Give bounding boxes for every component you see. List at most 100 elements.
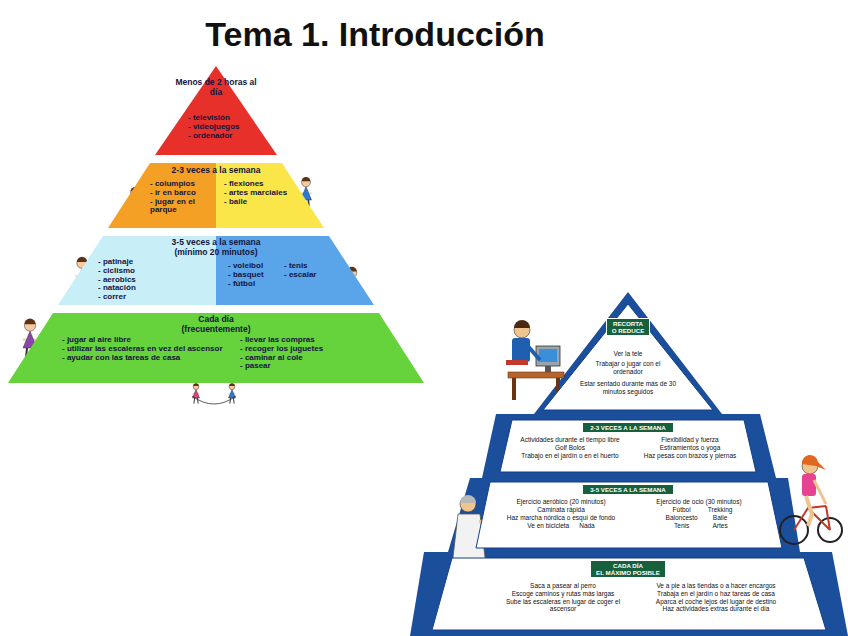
text-column: Ve en bicicleta Nada bbox=[496, 522, 626, 530]
text-column: Menos de 2 horas al día bbox=[174, 78, 258, 98]
activity-text: Trekking bbox=[708, 506, 733, 514]
activity-item: - tenis bbox=[284, 262, 334, 271]
text-column: 3-5 veces a la semana(mínimo 20 minutos) bbox=[146, 238, 286, 258]
pyramid-panel: 2-3 VECES A LA SEMANA Actividades durante… bbox=[500, 420, 756, 472]
activity-text: Artes bbox=[708, 522, 733, 530]
activity-text: Haz pesas con brazos y piernas bbox=[632, 452, 748, 460]
level-heading: 3-5 veces a la semana bbox=[146, 238, 286, 248]
activity-item: - recoger los juguetes bbox=[240, 345, 348, 354]
activity-text: Baile bbox=[708, 514, 733, 522]
activity-text: Golf Bolos bbox=[512, 444, 628, 452]
band-shape bbox=[8, 313, 424, 383]
desk bbox=[508, 372, 564, 378]
woman-hair bbox=[460, 495, 476, 503]
text-column: - llevar las compras- recoger los juguet… bbox=[240, 336, 348, 371]
woman-head bbox=[460, 496, 476, 512]
text-column: Flexibilidad y fuerzaEstiramientos o yog… bbox=[632, 436, 748, 459]
text-column: - voleibol- basquet- fútbol bbox=[228, 262, 282, 288]
activity-item: - baile bbox=[224, 198, 296, 207]
tab-label: 3-5 VECES A LA SEMANA bbox=[586, 486, 670, 493]
activity-text: Saca a pasear al perro bbox=[500, 582, 626, 590]
activity-text: Haz marcha nórdica o esquí de fondo bbox=[496, 514, 626, 522]
activity-text: Actividades durante el tiempo libre bbox=[512, 436, 628, 444]
activity-text: Ejercicio aeróbico (20 minutos) bbox=[496, 498, 626, 506]
activity-text: Aparca el coche lejos del lugar de desti… bbox=[636, 598, 796, 606]
pyramid-band: Cada día(frecuentemente)- jugar al aire … bbox=[8, 313, 424, 383]
pyramid-band: 3-5 veces a la semana(mínimo 20 minutos)… bbox=[58, 236, 374, 305]
band-shape bbox=[500, 420, 756, 472]
text-column: - patinaje- ciclismo- aerobics- natación… bbox=[98, 258, 170, 302]
activity-text: Baloncesto bbox=[666, 514, 698, 522]
text-column: Ejercicio de ocio (30 minutos) bbox=[636, 498, 762, 506]
activity-item: - pasear bbox=[240, 362, 348, 371]
pyramid-frame bbox=[410, 292, 848, 636]
girl-arm bbox=[814, 480, 826, 504]
activity-item: - aerobics bbox=[98, 276, 170, 285]
figure-part bbox=[77, 257, 87, 262]
activity-text: Trabajo en el jardín o en el huerto bbox=[512, 452, 628, 460]
activity-item: - flexiones bbox=[224, 180, 296, 189]
monitor-stand bbox=[545, 366, 551, 372]
text-column: Trabajar o jugar con el ordenador bbox=[582, 360, 674, 376]
activity-text: Escoge caminos y rutas más largas bbox=[500, 590, 626, 598]
text-column: - jugar al aire libre- utilizar las esca… bbox=[62, 336, 230, 362]
activity-text: Caminata rápida bbox=[496, 506, 626, 514]
tab-box: CADA DÍAEL MÁXIMO POSIBLE bbox=[590, 560, 666, 578]
text-column: Saca a pasear al perroEscoge caminos y r… bbox=[500, 582, 626, 613]
text-column: Actividades durante el tiempo libreGolf … bbox=[512, 436, 628, 459]
activity-text: Trabaja en el jardín o haz tareas de cas… bbox=[636, 590, 796, 598]
activity-item: - televisión bbox=[188, 114, 250, 123]
band-shape bbox=[476, 482, 782, 548]
activity-text: Trabajar o jugar con el ordenador bbox=[582, 360, 674, 376]
monitor-screen bbox=[539, 349, 557, 362]
activity-item: - escalar bbox=[284, 271, 334, 280]
girl-hair bbox=[802, 455, 826, 470]
activity-item: - voleibol bbox=[228, 262, 282, 271]
activity-item: - utilizar las escaleras en vez del asce… bbox=[62, 345, 230, 354]
figure-part bbox=[193, 383, 199, 386]
text-column: - flexiones- artes marciales- baile bbox=[224, 180, 296, 206]
girl-body bbox=[802, 474, 816, 496]
text-column: - columpios- ir en barco- jugar en el pa… bbox=[150, 180, 216, 215]
text-column: 2-3 veces a la semana bbox=[156, 166, 276, 176]
activity-text: Fútbol bbox=[666, 506, 698, 514]
activity-item: - artes marciales bbox=[224, 189, 296, 198]
activity-text: Estar sentado durante más de 30 minutos … bbox=[568, 380, 688, 396]
activity-text: Ve en bicicleta bbox=[527, 522, 569, 530]
tab-box: RECORTA O REDUCE bbox=[606, 318, 650, 336]
activity-item: - videojuegos bbox=[188, 123, 250, 132]
band-shape bbox=[155, 66, 277, 155]
text-column: Cada día(frecuentemente) bbox=[146, 315, 286, 335]
pyramid-panel: 3-5 VECES A LA SEMANA Ejercicio aeróbico … bbox=[476, 482, 782, 548]
band-shape bbox=[432, 558, 826, 630]
text-column: Ver la tele bbox=[593, 350, 663, 358]
level-heading: Cada día bbox=[146, 315, 286, 325]
activity-item: - fútbol bbox=[228, 280, 282, 289]
activity-text: Haz actividades extras durante el día bbox=[636, 605, 796, 613]
tab-label: EL MÁXIMO POSIBLE bbox=[594, 569, 662, 576]
activity-text: Ejercicio de ocio (30 minutos) bbox=[636, 498, 762, 506]
text-column: Estar sentado durante más de 30 minutos … bbox=[568, 380, 688, 396]
tab-label: CADA DÍA bbox=[594, 562, 662, 569]
activity-text: Nada bbox=[579, 522, 595, 530]
tab-label: RECORTA O REDUCE bbox=[610, 320, 646, 334]
tab-label: 2-3 VECES A LA SEMANA bbox=[586, 424, 670, 431]
activity-item: - llevar las compras bbox=[240, 336, 348, 345]
band-shape bbox=[543, 304, 713, 410]
activity-item: - caminar al cole bbox=[240, 354, 348, 363]
activity-text: Sube las escaleras en lugar de coger el … bbox=[500, 598, 626, 614]
pyramid-panel: CADA DÍAEL MÁXIMO POSIBLE Saca a pasear a… bbox=[432, 558, 826, 630]
activity-item: - jugar en el parque bbox=[150, 198, 216, 216]
monitor bbox=[536, 346, 560, 366]
text-column: - televisión- videojuegos- ordenador bbox=[188, 114, 250, 140]
activity-text: Tenis bbox=[666, 522, 698, 530]
person-arm bbox=[526, 344, 540, 360]
chair bbox=[506, 360, 528, 365]
activity-item: - columpios bbox=[150, 180, 216, 189]
activity-text: Ver la tele bbox=[593, 350, 663, 358]
pyramid-band: 2-3 veces a la semana - columpios- ir en … bbox=[108, 163, 324, 228]
activity-item: - correr bbox=[98, 293, 170, 302]
desk-leg bbox=[512, 378, 516, 400]
child-figure bbox=[193, 383, 200, 403]
